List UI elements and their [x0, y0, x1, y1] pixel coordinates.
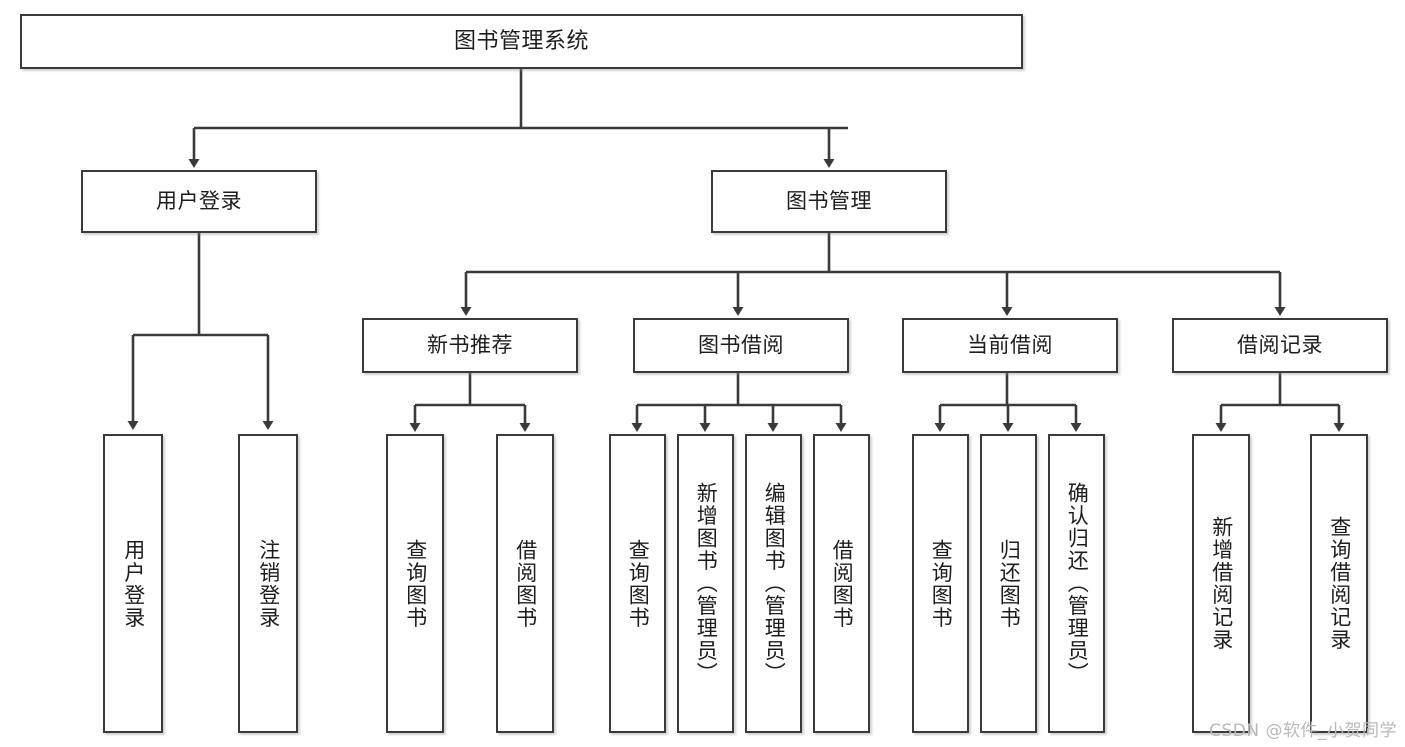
node-leaf-borrow-book-b-label: 借阅图书 [830, 538, 855, 629]
node-borrow-record[interactable]: 借阅记录 [1172, 318, 1388, 373]
node-leaf-add-book[interactable]: 新增图书（管理员） [677, 434, 734, 733]
node-leaf-query-book-b[interactable]: 查询图书 [609, 434, 666, 733]
node-leaf-confirm-return-label: 确认归还（管理员） [1065, 482, 1090, 685]
node-borrow-record-label: 借阅记录 [1237, 333, 1323, 358]
node-leaf-edit-book-label: 编辑图书（管理员） [762, 482, 787, 685]
node-leaf-confirm-return[interactable]: 确认归还（管理员） [1048, 434, 1105, 733]
node-leaf-query-book-a[interactable]: 查询图书 [386, 434, 444, 733]
node-book-borrow[interactable]: 图书借阅 [633, 318, 849, 373]
node-leaf-query-record[interactable]: 查询借阅记录 [1310, 434, 1368, 733]
node-leaf-query-record-label: 查询借阅记录 [1327, 516, 1352, 651]
node-leaf-query-book-c-label: 查询图书 [929, 538, 954, 629]
node-book-borrow-label: 图书借阅 [698, 333, 784, 358]
node-leaf-return-book-label: 归还图书 [997, 538, 1022, 629]
node-leaf-query-book-c[interactable]: 查询图书 [912, 434, 969, 733]
node-leaf-borrow-book-a[interactable]: 借阅图书 [496, 434, 554, 733]
node-root[interactable]: 图书管理系统 [20, 14, 1023, 69]
node-leaf-add-record-label: 新增借阅记录 [1209, 516, 1234, 651]
node-current-borrow[interactable]: 当前借阅 [902, 318, 1118, 373]
node-new-book-rec-label: 新书推荐 [427, 333, 513, 358]
node-leaf-user-login-label: 用户登录 [121, 538, 146, 629]
node-leaf-query-book-a-label: 查询图书 [403, 538, 428, 629]
node-leaf-edit-book[interactable]: 编辑图书（管理员） [745, 434, 802, 733]
node-leaf-add-book-label: 新增图书（管理员） [694, 482, 719, 685]
node-leaf-borrow-book-a-label: 借阅图书 [513, 538, 538, 629]
node-current-borrow-label: 当前借阅 [967, 333, 1053, 358]
node-leaf-user-login[interactable]: 用户登录 [103, 434, 163, 733]
node-leaf-query-book-b-label: 查询图书 [626, 538, 651, 629]
csdn-watermark: CSDN @软件_小贺同学 [1209, 721, 1397, 741]
node-leaf-borrow-book-b[interactable]: 借阅图书 [813, 434, 870, 733]
node-leaf-logout-label: 注销登录 [256, 538, 281, 629]
node-user-login-label: 用户登录 [156, 189, 242, 214]
node-root-label: 图书管理系统 [453, 28, 589, 54]
node-new-book-rec[interactable]: 新书推荐 [362, 318, 578, 373]
node-user-login[interactable]: 用户登录 [81, 170, 317, 233]
node-book-manage-label: 图书管理 [786, 189, 872, 214]
node-leaf-logout[interactable]: 注销登录 [238, 434, 298, 733]
node-leaf-add-record[interactable]: 新增借阅记录 [1192, 434, 1250, 733]
node-book-manage[interactable]: 图书管理 [711, 170, 947, 233]
node-leaf-return-book[interactable]: 归还图书 [980, 434, 1037, 733]
